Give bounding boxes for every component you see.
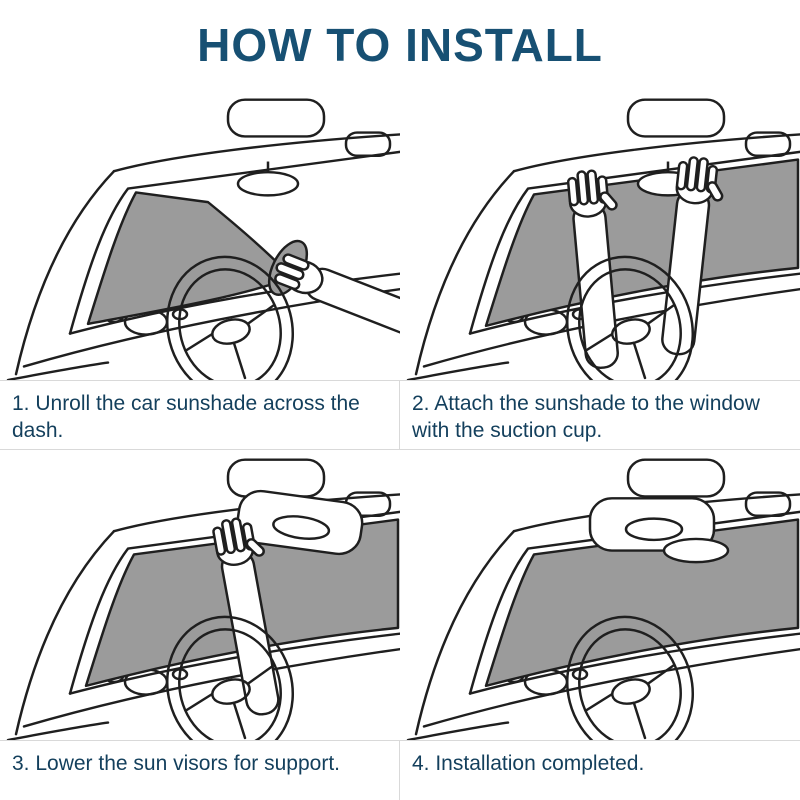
step-2-illustration <box>400 90 800 380</box>
partially-unrolled-sunshade <box>86 191 294 326</box>
header: HOW TO INSTALL <box>0 0 800 90</box>
step-3-illustration <box>0 450 400 740</box>
step-4-illustration <box>400 450 800 740</box>
steps-grid: 1. Unroll the car sunshade across the da… <box>0 90 800 800</box>
illustration-row-2 <box>0 450 800 740</box>
gripping-hand <box>269 250 400 357</box>
step-2-caption: 2. Attach the sunshade to the window wit… <box>412 392 760 443</box>
attach-sunshade-drawing <box>406 98 800 380</box>
step-1-illustration <box>0 90 400 380</box>
caption-row-1: 1. Unroll the car sunshade across the da… <box>0 380 800 450</box>
caption-row-2: 3. Lower the sun visors for support. 4. … <box>0 740 800 800</box>
page-title: HOW TO INSTALL <box>197 19 603 71</box>
unroll-sunshade-drawing <box>6 98 400 380</box>
visor-mirror <box>662 537 730 564</box>
step-1-caption: 1. Unroll the car sunshade across the da… <box>0 381 400 449</box>
lower-visor-drawing <box>6 458 400 740</box>
illustration-row-1 <box>0 90 800 380</box>
step-4-caption: 4. Installation completed. <box>412 752 645 775</box>
installation-complete-drawing <box>406 458 800 740</box>
step-3-caption: 3. Lower the sun visors for support. <box>0 741 400 800</box>
